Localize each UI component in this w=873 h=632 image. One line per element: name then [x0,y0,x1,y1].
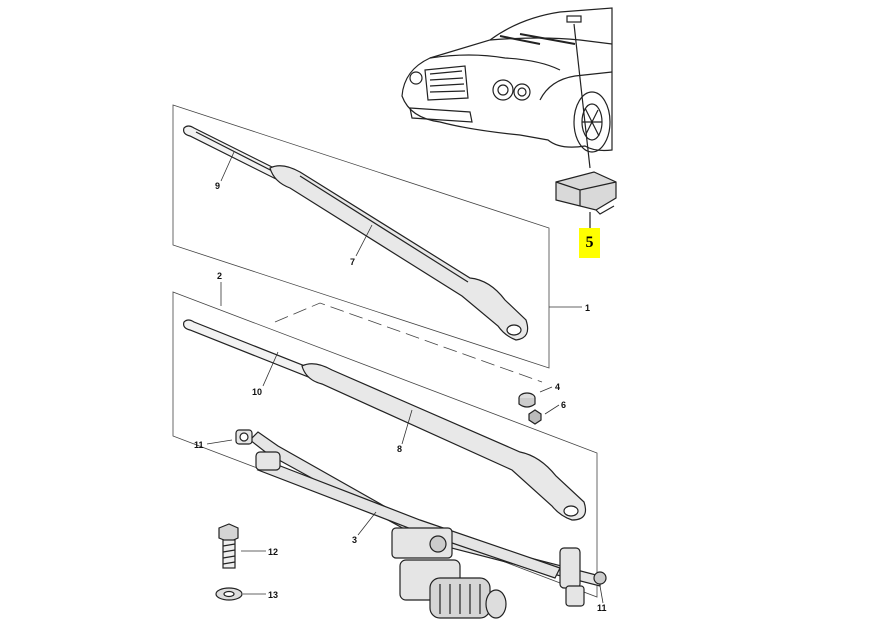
lower-group-frame [172,291,598,598]
dash-line [274,302,543,383]
part-label-9: 9 [215,181,220,191]
part-label-3: 3 [352,535,357,545]
bolt-and-washer [215,523,243,601]
part-label-12: 12 [268,547,278,557]
part-label-11-right: 11 [597,603,607,613]
part-label-6: 6 [561,400,566,410]
upper-group-frame [172,104,550,369]
part-label-10: 10 [252,387,262,397]
rain-sensor-part [555,23,617,228]
part-label-8: 8 [397,444,402,454]
lower-wiper-arm [301,363,587,521]
part-label-13: 13 [268,590,278,600]
part-label-4: 4 [555,382,560,392]
part-label-2: 2 [217,271,222,281]
part-label-11-left: 11 [194,440,204,450]
part-label-7: 7 [350,257,355,267]
part-label-1: 1 [585,303,590,313]
upper-wiper-arm [269,165,529,341]
leader-lines [206,151,604,604]
wiper-linkage [235,429,607,619]
car-illustration [401,7,613,153]
cap-nut-parts [518,392,542,425]
highlighted-part-callout: 5 [579,228,600,258]
